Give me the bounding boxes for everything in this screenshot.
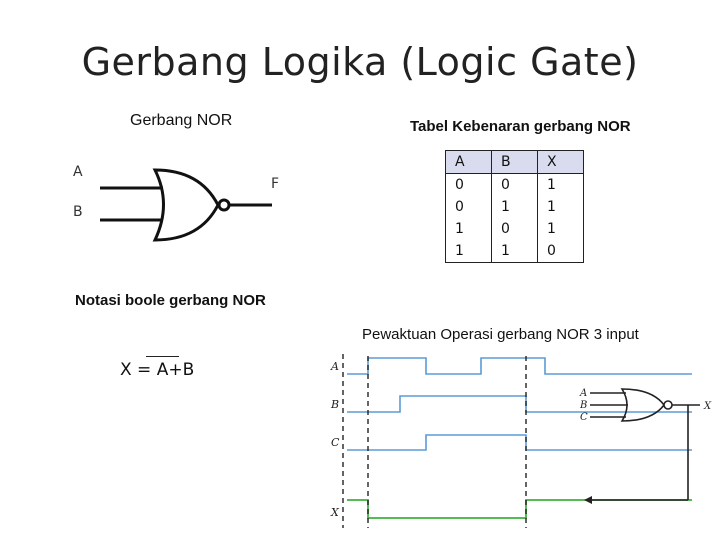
truth-table-caption: Tabel Kebenaran gerbang NOR: [410, 118, 631, 135]
gate-output-x-label: X: [703, 401, 712, 412]
output-x-waveform: [347, 499, 692, 519]
timing-diagram: A B C X A B C X: [330, 354, 712, 528]
table-cell: 0: [445, 173, 492, 196]
signal-b-label: B: [330, 398, 339, 411]
slide-title: Gerbang Logika (Logic Gate): [81, 40, 639, 84]
table-cell: 1: [537, 173, 584, 196]
gate-input-c-label: C: [580, 412, 588, 423]
signal-a-waveform: [347, 357, 692, 375]
negation-overbar: [146, 356, 179, 357]
truth-table: A B X 0 0 1 0 1 1 1 0 1 1 1 0: [445, 150, 584, 263]
small-nor-gate-body: [620, 388, 666, 422]
signal-b-waveform: [347, 395, 692, 413]
gate-input-a-label: A: [579, 388, 587, 399]
table-cell: 1: [445, 240, 492, 263]
output-f-label: F: [271, 176, 279, 192]
table-cell: 0: [445, 196, 492, 218]
header-b: B: [491, 150, 538, 174]
table-row: 1 0 1: [445, 218, 584, 240]
table-row: 0 0 1: [445, 173, 584, 196]
nor-gate-diagram: A B F: [73, 164, 279, 242]
signal-c-label: C: [331, 436, 340, 449]
table-cell: 1: [491, 240, 538, 263]
boolean-notation-title: Notasi boole gerbang NOR: [75, 292, 266, 309]
table-row: 1 1 0: [445, 240, 584, 263]
table-cell: 1: [491, 196, 538, 218]
truth-table-header-row: A B X: [445, 150, 584, 174]
timing-diagram-caption: Pewaktuan Operasi gerbang NOR 3 input: [362, 326, 639, 343]
signal-x-label: X: [330, 506, 340, 519]
boolean-lhs: X =: [120, 360, 157, 380]
boolean-expression: X = A+B: [120, 360, 194, 380]
inversion-bubble: [217, 198, 231, 212]
table-cell: 1: [445, 218, 492, 240]
nor-gate-body: [152, 168, 220, 242]
signal-a-label: A: [330, 360, 339, 373]
gate-subtitle: Gerbang NOR: [130, 112, 233, 129]
table-cell: 0: [491, 173, 538, 196]
input-b-label: B: [73, 204, 83, 220]
table-row: 0 1 1: [445, 196, 584, 218]
table-cell: 1: [537, 218, 584, 240]
table-cell: 0: [491, 218, 538, 240]
boolean-rhs: A+B: [156, 360, 195, 380]
small-inversion-bubble: [663, 400, 673, 410]
table-cell: 1: [537, 196, 584, 218]
input-a-label: A: [73, 164, 83, 180]
header-a: A: [445, 150, 492, 174]
gate-input-b-label: B: [579, 400, 587, 411]
header-x: X: [537, 150, 584, 174]
feedback-arrow-icon: [584, 496, 592, 504]
signal-c-waveform: [347, 434, 692, 451]
table-cell: 0: [537, 240, 584, 263]
